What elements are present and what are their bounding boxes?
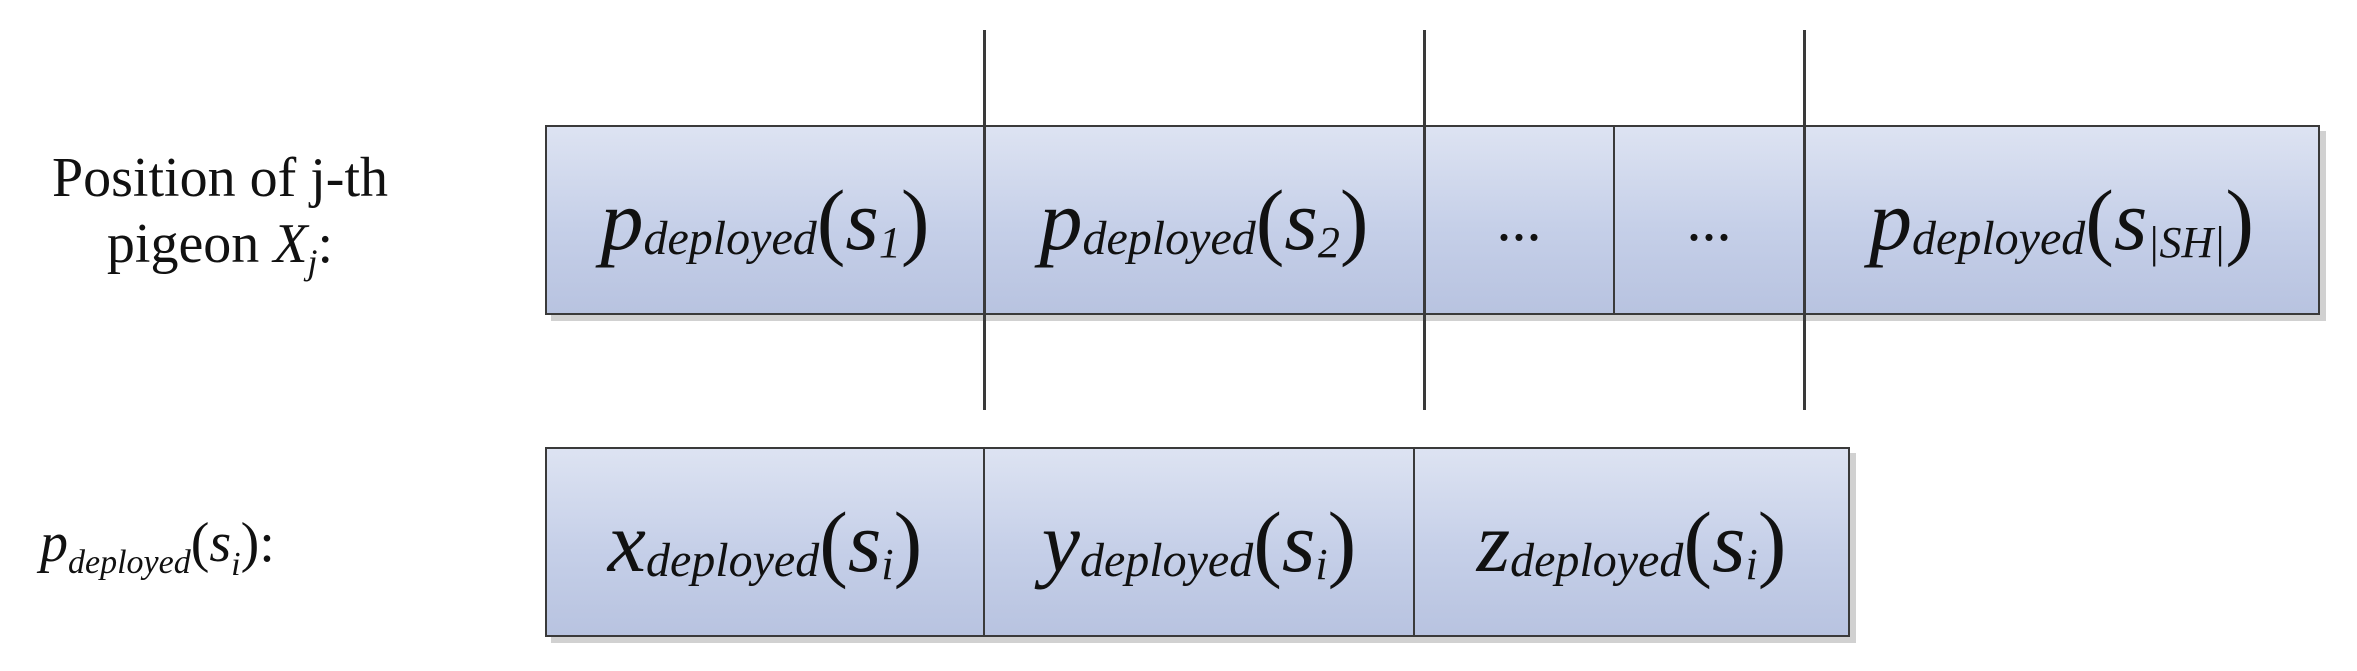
p-deployed-label: pdeployed(si): xyxy=(40,512,275,583)
divider-line-1 xyxy=(983,30,986,410)
divider-line-2 xyxy=(1423,30,1426,410)
position-label-line2: pigeon Xj: xyxy=(106,213,334,283)
cell-ellipsis-1: ... xyxy=(1423,125,1615,315)
position-label-line1: Position of j-th xyxy=(51,147,389,209)
position-label: Position of j-th pigeon Xj: xyxy=(10,145,430,295)
cell-ellipsis-2: ... xyxy=(1613,125,1805,315)
divider-line-3 xyxy=(1803,30,1806,410)
